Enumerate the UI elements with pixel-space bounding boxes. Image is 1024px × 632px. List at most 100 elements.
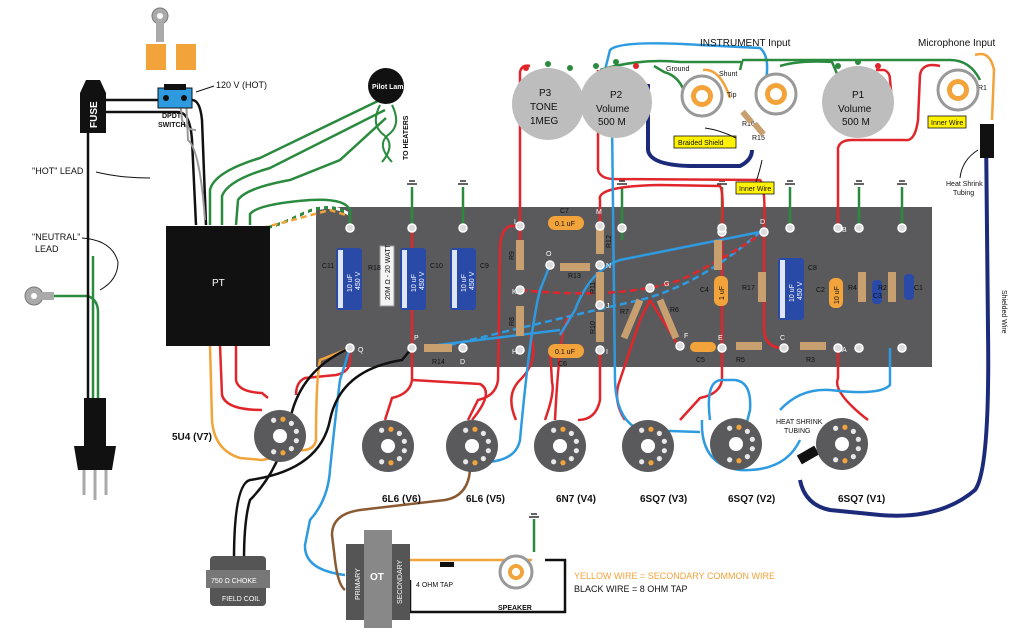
neutral-lead-label-2: LEAD (35, 244, 59, 254)
hot-lead-label: "HOT" LEAD (32, 166, 84, 176)
pot-p1[interactable] (822, 59, 894, 138)
socket-v5 (446, 420, 498, 472)
r11-ref: R11 (590, 282, 597, 294)
r6-ref: R6 (670, 307, 679, 314)
cap-c5-ref: C5 (696, 357, 705, 364)
fuse-caps (146, 44, 196, 70)
tube-v1-label: 6SQ7 (V1) (838, 494, 885, 505)
terminal-E: E (718, 335, 723, 342)
cap-c5 (690, 342, 716, 352)
pt-label: PT (212, 278, 225, 289)
microphone-jack[interactable] (936, 68, 980, 112)
to-heaters-label: TO HEATERS (403, 115, 410, 160)
instrument-jack-2[interactable] (754, 72, 798, 116)
r18-value: 20M Ω - 20 WATT (385, 243, 392, 300)
cap-c7-val: 0.1 uF (555, 221, 575, 228)
terminal-G: G (664, 281, 669, 288)
terminal-A: A (842, 347, 847, 354)
microphone-input-label: Microphone Input (918, 38, 995, 49)
cap-c11-v1: 10 uF (347, 274, 354, 292)
cap-c9 (450, 248, 476, 310)
cap-c1-ref: C1 (914, 285, 923, 292)
terminal-D-top: D (760, 219, 765, 226)
fuse-label: FUSE (89, 101, 100, 128)
legend-yellow: YELLOW WIRE = SECONDARY COMMON WIRE (574, 571, 775, 581)
terminal-letters: L M O N K J H I G F E C A B D Q P D (358, 209, 847, 366)
pot-p2-name: Volume (596, 104, 630, 115)
cap-c6 (548, 344, 584, 358)
socket-v4 (534, 420, 586, 472)
cap-c8 (778, 258, 804, 320)
cap-c3 (872, 280, 882, 304)
terminal-N: N (606, 263, 611, 270)
braided-shield-label: Braided Shield (678, 140, 724, 147)
r16-ref: R16 (742, 121, 755, 128)
tube-v2-label: 6SQ7 (V2) (728, 494, 775, 505)
pot-p3-name: TONE (530, 102, 558, 113)
power-plug (74, 398, 116, 500)
socket-v1 (816, 418, 868, 470)
tube-sockets (254, 410, 868, 472)
shunt-label: Shunt (719, 71, 737, 78)
power-transformer (166, 226, 270, 346)
cap-c8-v1: 10 uF (789, 284, 796, 302)
tube-5u4-label: 5U4 (V7) (172, 432, 212, 443)
ground-lug-icon (24, 286, 54, 306)
pot-p2[interactable] (580, 59, 652, 138)
pot-p3-value: 1MEG (530, 116, 559, 127)
cap-c6-ref: C6 (558, 361, 567, 368)
cap-c7 (548, 216, 584, 230)
terminal-D-bottom: D (460, 359, 465, 366)
cap-c4-val: 1 uF (719, 286, 726, 300)
cap-c7-ref: C7 (560, 208, 569, 215)
dpdt-switch[interactable] (157, 84, 193, 109)
tube-v6-label: 6L6 (V6) (382, 494, 421, 505)
terminal-K: K (512, 289, 517, 296)
instrument-input-label: INSTRUMENT Input (700, 38, 791, 49)
tip-label: Tip (727, 92, 737, 99)
pilot-lamp (368, 68, 404, 104)
terminal-M: M (596, 209, 602, 216)
heat-shrink-sleeve (980, 124, 994, 158)
heat-shrink-caps-1: HEAT SHRINK (776, 419, 823, 426)
dpdt-label: DPDT (162, 113, 182, 120)
primary-label: PRIMARY (355, 568, 362, 600)
braided-shield-badge (673, 135, 737, 149)
heat-shrink-label-2: Tubing (953, 190, 974, 197)
resistor-r18 (379, 245, 395, 307)
socket-5u4 (254, 410, 306, 462)
heat-shrink-caps-2: TUBING (784, 428, 810, 435)
resistor-r7 (620, 298, 644, 340)
socket-v3 (622, 420, 674, 472)
tube-v5-label: 6L6 (V5) (466, 494, 505, 505)
resistor-r6 (656, 298, 680, 340)
cap-c2 (829, 278, 843, 308)
terminal-H: H (512, 349, 517, 356)
orange-dashed-wire (261, 208, 347, 230)
brown-wire (330, 469, 472, 592)
pilot-lamp-label: Pilot Lamp (372, 84, 408, 91)
terminal-O: O (546, 251, 552, 258)
instrument-jack-1[interactable] (680, 74, 724, 118)
pot-p3[interactable] (512, 61, 584, 140)
choke (206, 556, 270, 606)
four-ohm-tap-label: 4 OHM TAP (416, 582, 453, 589)
terminal-P: P (414, 335, 419, 342)
r18-ref: R18 (368, 265, 381, 272)
tube-v4-label: 6N7 (V4) (556, 494, 596, 505)
fuse-holder (80, 80, 106, 133)
switch-label: SWITCH (158, 122, 186, 129)
r3-ref: R3 (806, 357, 815, 364)
speaker-terminal-icon (498, 554, 534, 590)
inner-wire-badge-1 (735, 181, 775, 195)
terminal-I: I (606, 349, 608, 356)
socket-v6 (362, 420, 414, 472)
gray-wires (179, 97, 206, 221)
speaker-label: SPEAKER (498, 605, 532, 612)
tube-v3-label: 6SQ7 (V3) (640, 494, 687, 505)
ground-label: Ground (666, 66, 689, 73)
cap-c11-v2: 450 V (355, 271, 362, 290)
cap-c10-v1: 10 uF (411, 274, 418, 292)
